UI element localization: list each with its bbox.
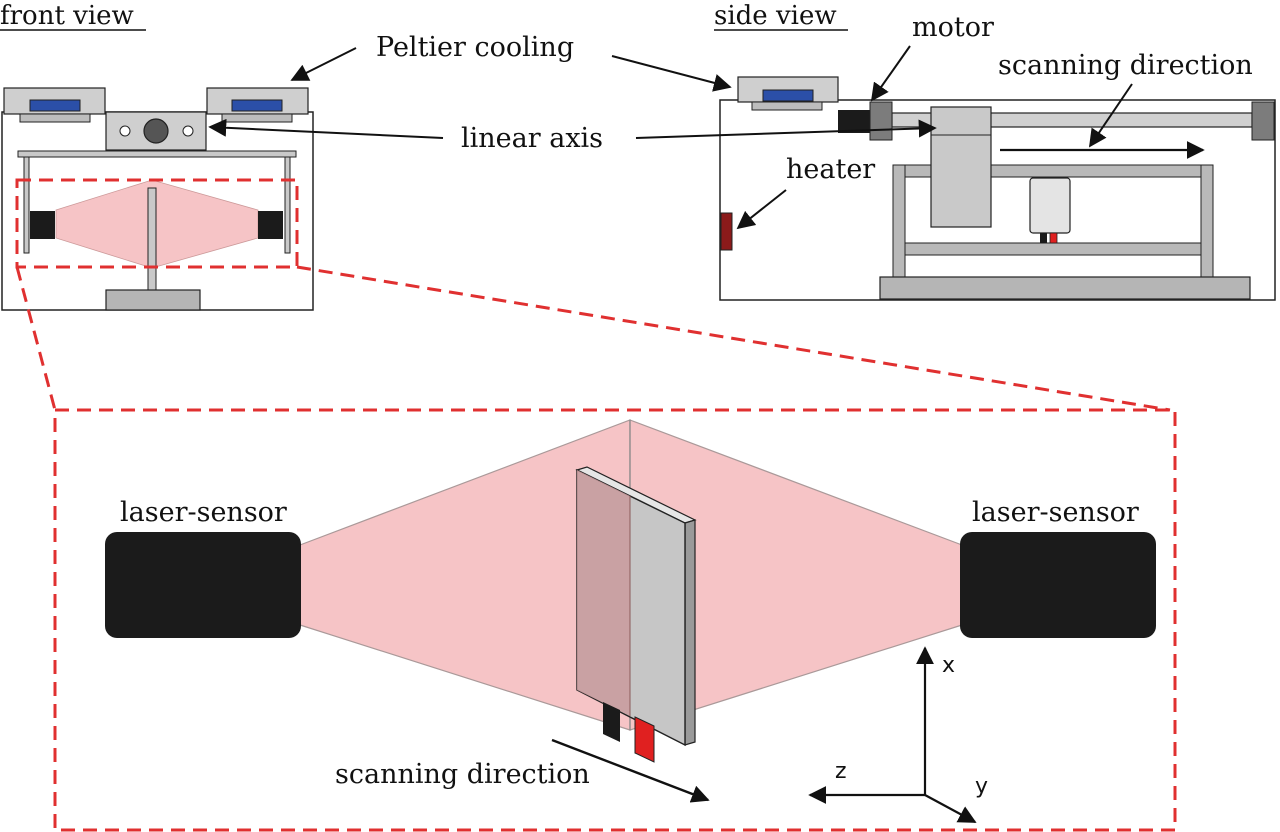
sample-plate-side-edge — [684, 519, 696, 746]
side-view: side view — [714, 1, 1276, 301]
front-linear-axis-hole-right — [182, 125, 194, 137]
side-motor — [838, 110, 870, 133]
front-peltier-left-plate — [19, 113, 91, 123]
laser-sensor-right — [960, 532, 1156, 638]
label-scanning-direction-top: scanning direction — [998, 50, 1253, 81]
side-frame-bottom-bar — [892, 242, 1214, 256]
side-sample-holder — [1029, 177, 1071, 234]
label-laser-sensor-right: laser-sensor — [972, 497, 1139, 528]
side-heater — [720, 212, 733, 251]
front-peltier-right-plate — [221, 113, 293, 123]
label-linear-axis: linear axis — [461, 123, 603, 154]
laser-sensor-left — [105, 532, 301, 638]
arrow-linear-axis-front — [208, 118, 444, 139]
arrow-peltier-side — [611, 55, 732, 92]
front-sample — [147, 187, 157, 291]
side-rail-end-block — [1251, 101, 1275, 141]
scanning-arrow-bottom — [551, 738, 710, 803]
label-motor: motor — [912, 12, 994, 43]
side-base — [879, 276, 1251, 300]
side-frame-left-post — [892, 164, 906, 278]
front-laser-sensor-right — [258, 211, 283, 239]
side-frame-right-post — [1200, 164, 1214, 278]
zoom-detail: laser-sensor laser-sensor scanning direc… — [53, 408, 1177, 832]
arrow-peltier-front — [290, 47, 357, 81]
sample-red-lead — [634, 716, 655, 763]
side-carriage — [930, 106, 992, 228]
axis-z-label: z — [835, 759, 847, 784]
axis-y-arrow — [924, 794, 977, 823]
front-cross-plate — [17, 150, 297, 158]
arrow-linear-axis-side — [635, 119, 937, 139]
side-peltier-plate — [751, 101, 823, 111]
front-linear-axis-hole-left — [119, 125, 131, 137]
front-zoom-box — [15, 178, 299, 269]
front-right-post — [284, 156, 291, 254]
label-scanning-direction-bottom: scanning direction — [335, 759, 590, 790]
front-view-title: front view — [0, 1, 134, 31]
front-view: front view — [0, 1, 314, 311]
front-left-post — [23, 156, 30, 254]
front-peltier-left-element — [29, 99, 81, 112]
label-peltier-cooling: Peltier cooling — [376, 32, 574, 63]
front-laser-sensor-left — [30, 211, 55, 239]
label-heater: heater — [786, 154, 875, 185]
axis-x-label: x — [942, 653, 955, 678]
side-peltier-element — [762, 89, 814, 102]
top-annotations: Peltier cooling motor scanning direction… — [208, 12, 1253, 230]
front-peltier-right-element — [231, 99, 283, 112]
sample-plate-illuminated-face — [577, 470, 630, 716]
arrow-scanning-direction-top — [1088, 83, 1133, 148]
axis-y-label: y — [975, 774, 988, 799]
side-sample-red-lead — [1049, 232, 1058, 244]
front-linear-axis-spindle — [143, 118, 169, 144]
arrow-motor — [870, 45, 911, 102]
arrow-heater — [736, 189, 787, 230]
side-motor-coupling — [869, 101, 893, 141]
zoom-connector-right — [296, 265, 1171, 412]
zoom-connector-left — [15, 266, 57, 411]
side-view-title: side view — [714, 1, 837, 31]
front-base — [105, 289, 201, 311]
side-housing — [719, 99, 1276, 301]
label-laser-sensor-left: laser-sensor — [120, 497, 287, 528]
side-sample-black-lead — [1040, 233, 1047, 243]
sample-black-lead — [603, 702, 620, 742]
zoom-detail-box — [53, 408, 1177, 832]
